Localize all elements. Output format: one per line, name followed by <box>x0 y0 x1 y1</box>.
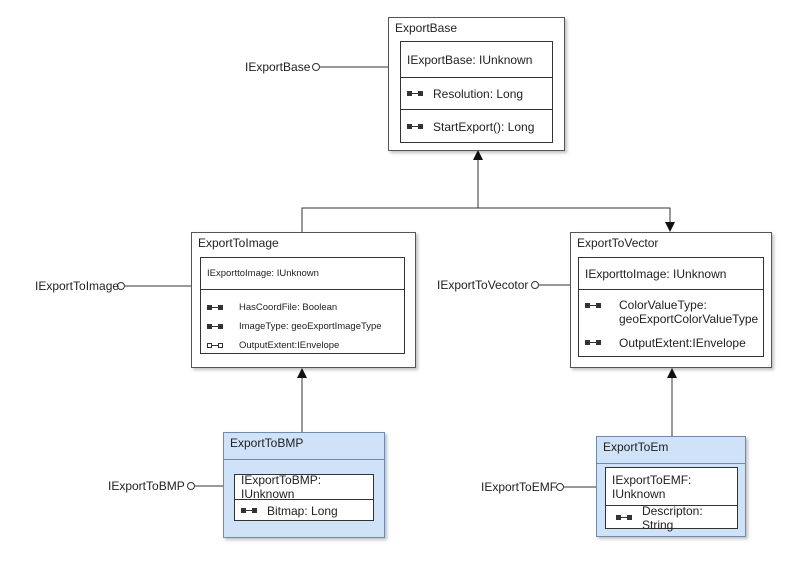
interface-label-export-to-image: IExportToImage <box>35 279 120 293</box>
interface-row: IExporttoImage: IUnknown <box>207 268 319 279</box>
header-divider <box>597 463 745 464</box>
property-icon <box>241 507 257 514</box>
interface-row: IExportToBMP: IUnknown <box>241 473 322 501</box>
member-row: Bitmap: Long <box>235 499 373 521</box>
arrowhead-export-to-vector-bottom <box>667 368 677 378</box>
property-icon <box>585 340 601 346</box>
member-label: OutputExtent:IEnvelope <box>239 340 340 351</box>
members-section: ColorValueType: geoExportColorValueType … <box>579 289 763 356</box>
method-icon <box>407 123 423 130</box>
property-icon <box>616 514 632 521</box>
class-export-to-em[interactable]: ExportToEm IExportToEMF: IUnknown Descri… <box>596 436 746 537</box>
lollipop-circle-export-to-image <box>117 282 125 290</box>
class-export-base[interactable]: ExportBase IExportBase: IUnknown Resolut… <box>388 17 565 151</box>
lollipop-circle-export-to-bmp <box>187 482 195 490</box>
interface-row: IExportToEMF: IUnknown <box>612 472 692 501</box>
property-icon <box>207 323 223 330</box>
property-icon <box>407 90 423 97</box>
member-row: Resolution: Long <box>401 77 552 109</box>
lollipop-circle-export-base <box>312 63 320 71</box>
class-title: ExportToImage <box>198 236 279 250</box>
arrowhead-export-to-image <box>297 368 307 378</box>
write-only-property-icon <box>207 342 223 349</box>
interface-row: IExportBase: IUnknown <box>407 52 533 67</box>
header-divider <box>224 459 384 460</box>
member-row: StartExport(): Long <box>401 109 552 143</box>
member-label: Descripton: String <box>642 503 703 532</box>
inheritance-line-image <box>301 207 671 232</box>
interface-box: IExporttoImage: IUnknown ColorValueType:… <box>578 257 764 357</box>
lollipop-circle-export-to-emf <box>556 483 564 491</box>
interface-label-export-to-vector: IExportToVecotor <box>437 278 529 292</box>
class-title: ExportToEm <box>603 440 669 454</box>
class-title: ExportBase <box>395 21 458 35</box>
class-title: ExportToBMP <box>230 436 304 450</box>
member-label: ImageType: geoExportImageType <box>239 321 382 332</box>
class-export-to-vector[interactable]: ExportToVector IExporttoImage: IUnknown … <box>570 232 772 368</box>
interface-box: IExportBase: IUnknown Resolution: Long S… <box>400 41 553 143</box>
lollipop-circle-export-to-vector <box>531 281 539 289</box>
class-export-to-bmp[interactable]: ExportToBMP IExportToBMP: IUnknown Bitma… <box>223 432 385 538</box>
members-section: HasCoordFile: Boolean ImageType: geoExpo… <box>201 289 404 353</box>
interface-row: IExporttoImage: IUnknown <box>585 266 727 281</box>
interface-label-export-to-bmp: IExportToBMP <box>108 479 185 493</box>
interface-label-export-base: IExportBase <box>245 60 311 74</box>
class-export-to-image[interactable]: ExportToImage IExporttoImage: IUnknown H… <box>191 232 416 368</box>
member-label: StartExport(): Long <box>433 119 535 134</box>
member-label: Resolution: Long <box>433 86 524 101</box>
member-label: OutputExtent:IEnvelope <box>619 336 746 350</box>
interface-box: IExportToEMF: IUnknown Descripton: Strin… <box>605 467 738 532</box>
member-label: Bitmap: Long <box>267 503 338 518</box>
interface-box: IExporttoImage: IUnknown HasCoordFile: B… <box>200 257 405 354</box>
member-label: ColorValueType: geoExportColorValueType <box>619 298 759 326</box>
arrowhead-export-base <box>473 150 483 160</box>
member-row: Descripton: String <box>606 503 737 532</box>
property-icon <box>585 303 601 309</box>
member-label: HasCoordFile: Boolean <box>239 302 338 313</box>
class-title: ExportToVector <box>577 236 659 250</box>
interface-label-export-to-emf: IExportToEMF <box>481 480 558 494</box>
property-icon <box>207 304 223 311</box>
arrowhead-export-to-vector <box>665 222 675 232</box>
interface-box: IExportToBMP: IUnknown Bitmap: Long <box>234 473 374 521</box>
